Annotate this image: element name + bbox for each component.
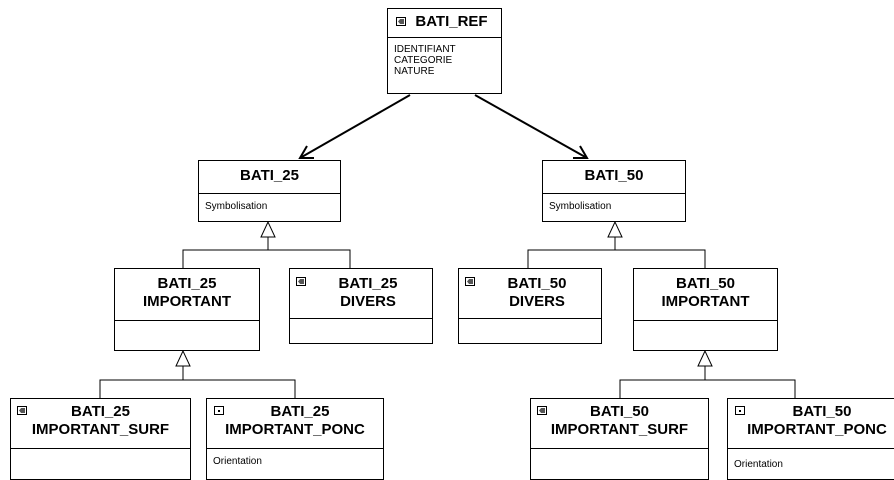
polygon-icon bbox=[537, 406, 547, 415]
class-bati-50-important-surf[interactable]: BATI_50 IMPORTANT_SURF bbox=[530, 398, 709, 480]
inheritance-line-bati25 bbox=[182, 249, 351, 268]
association-line-bati50 bbox=[474, 94, 588, 159]
attribute-list: Orientation bbox=[207, 454, 383, 479]
class-header: BATI_50 bbox=[543, 161, 685, 194]
class-header: BATI_50 IMPORTANT_SURF bbox=[531, 399, 708, 449]
class-title-line2: IMPORTANT bbox=[142, 293, 232, 310]
class-title-line1: BATI_25 bbox=[157, 275, 217, 292]
class-header: BATI_25 IMPORTANT_SURF bbox=[11, 399, 190, 449]
inheritance-line-bati50-important bbox=[619, 379, 796, 398]
class-bati-ref[interactable]: BATI_REF IDENTIFIANT CATEGORIE NATURE bbox=[387, 8, 502, 94]
class-title-line2: IMPORTANT_PONC bbox=[747, 421, 887, 438]
attribute-list: IDENTIFIANT CATEGORIE NATURE bbox=[388, 42, 501, 93]
polygon-icon bbox=[465, 277, 475, 286]
class-header: BATI_50 IMPORTANT bbox=[634, 269, 777, 321]
class-bati-25[interactable]: BATI_25 Symbolisation bbox=[198, 160, 341, 222]
class-title: BATI_REF bbox=[415, 13, 488, 30]
class-title-line2: IMPORTANT_PONC bbox=[225, 421, 365, 438]
class-header: BATI_25 IMPORTANT bbox=[115, 269, 259, 321]
polygon-icon bbox=[296, 277, 306, 286]
class-title-line1: BATI_50 bbox=[590, 403, 649, 420]
inheritance-line-bati25-important bbox=[99, 379, 296, 398]
attribute-list: Symbolisation bbox=[199, 199, 340, 221]
polygon-icon bbox=[396, 17, 406, 26]
inheritance-triangle-bati50-important bbox=[697, 349, 713, 367]
attribute-list: Orientation bbox=[728, 457, 894, 479]
class-bati-50[interactable]: BATI_50 Symbolisation bbox=[542, 160, 686, 222]
class-bati-50-divers[interactable]: BATI_50 DIVERS bbox=[458, 268, 602, 344]
class-title-line1: BATI_50 bbox=[792, 403, 852, 420]
class-title-line1: BATI_50 bbox=[676, 275, 735, 292]
attribute-identifiant: IDENTIFIANT bbox=[394, 44, 456, 55]
class-header: BATI_50 DIVERS bbox=[459, 269, 601, 319]
class-title-line2: DIVERS bbox=[340, 293, 396, 310]
point-icon bbox=[214, 406, 224, 415]
class-bati-50-important-ponc[interactable]: BATI_50 IMPORTANT_PONC Orientation bbox=[727, 398, 894, 480]
class-title-line2: IMPORTANT_SURF bbox=[31, 421, 170, 438]
class-bati-50-important[interactable]: BATI_50 IMPORTANT bbox=[633, 268, 778, 351]
class-title: BATI_25 bbox=[240, 167, 299, 184]
attribute-symbolisation: Symbolisation bbox=[549, 201, 612, 212]
point-icon bbox=[735, 406, 745, 415]
attribute-orientation: Orientation bbox=[734, 459, 783, 470]
class-header: BATI_25 IMPORTANT_PONC bbox=[207, 399, 383, 449]
polygon-icon bbox=[17, 406, 27, 415]
inheritance-triangle-bati25 bbox=[260, 220, 276, 238]
association-line-bati25 bbox=[299, 94, 411, 159]
class-bati-25-important[interactable]: BATI_25 IMPORTANT bbox=[114, 268, 260, 351]
class-header: BATI_50 IMPORTANT_PONC bbox=[728, 399, 894, 449]
class-title-line2: DIVERS bbox=[509, 293, 565, 310]
class-bati-25-important-surf[interactable]: BATI_25 IMPORTANT_SURF bbox=[10, 398, 191, 480]
class-header: BATI_25 bbox=[199, 161, 340, 194]
attribute-symbolisation: Symbolisation bbox=[205, 201, 268, 212]
class-bati-25-divers[interactable]: BATI_25 DIVERS bbox=[289, 268, 433, 344]
association-arrowhead-bati25 bbox=[298, 145, 314, 159]
class-title-line2: IMPORTANT_SURF bbox=[550, 421, 689, 438]
attribute-nature: NATURE bbox=[394, 66, 435, 77]
class-title-line1: BATI_50 bbox=[507, 275, 567, 292]
class-header: BATI_25 DIVERS bbox=[290, 269, 432, 319]
association-arrowhead-bati50 bbox=[573, 145, 589, 159]
class-title-line1: BATI_25 bbox=[270, 403, 330, 420]
class-title-line2: IMPORTANT bbox=[661, 293, 750, 310]
class-title-line1: BATI_25 bbox=[71, 403, 130, 420]
attribute-categorie: CATEGORIE bbox=[394, 55, 453, 66]
class-title: BATI_50 bbox=[584, 167, 644, 184]
inheritance-triangle-bati50 bbox=[607, 220, 623, 238]
class-title-line1: BATI_25 bbox=[338, 275, 398, 292]
inheritance-triangle-bati25-important bbox=[175, 349, 191, 367]
attribute-list: Symbolisation bbox=[543, 199, 685, 221]
attribute-orientation: Orientation bbox=[213, 456, 262, 467]
inheritance-line-bati50 bbox=[527, 249, 706, 268]
class-header: BATI_REF bbox=[388, 9, 501, 38]
class-bati-25-important-ponc[interactable]: BATI_25 IMPORTANT_PONC Orientation bbox=[206, 398, 384, 480]
